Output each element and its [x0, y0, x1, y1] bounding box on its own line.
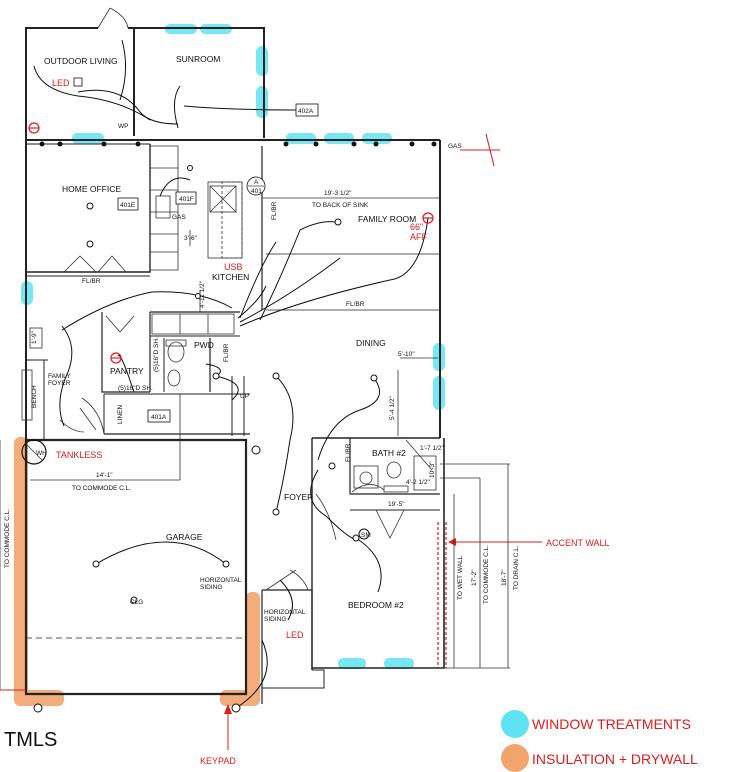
- tag-boxes: [73, 77, 319, 423]
- tag-gas: GAS: [448, 143, 462, 150]
- dim-to-drain: TO DRAIN C.L.: [513, 545, 520, 590]
- red-devices: [0, 122, 542, 750]
- tag-fl-br-1: FL/BR: [82, 278, 101, 285]
- tag-401a: 401A: [151, 414, 167, 421]
- dim-to-commode-2: TO COMMODE C.L.: [4, 509, 11, 568]
- tag-401f: 401F: [179, 196, 194, 203]
- insulation-highlights: [14, 437, 260, 706]
- room-family-room: FAMILY ROOM: [358, 214, 416, 224]
- tag-wh: WH: [36, 450, 47, 457]
- dim-1-7: 1'-7 1/2": [420, 445, 444, 452]
- room-sunroom: SUNROOM: [176, 54, 220, 64]
- annotation-usb: USB: [224, 262, 243, 272]
- tag-ceil: CLG: [130, 599, 143, 606]
- tag-a: A: [254, 179, 259, 186]
- room-bath2: BATH #2: [372, 448, 406, 458]
- legend: WINDOW TREATMENTS INSULATION + DRYWALL: [501, 710, 698, 772]
- tag-wp: WP: [118, 123, 128, 130]
- dim-5-10: 5'-10": [398, 351, 415, 358]
- keypad-arrow: [224, 704, 232, 714]
- room-pwd: PWD: [194, 340, 214, 350]
- doors: [59, 7, 433, 591]
- annotation-led-1: LED: [52, 78, 70, 88]
- dimension-labels: 19'-3 1/2" TO BACK OF SINK 4'-11 1/2" 3'…: [4, 190, 520, 604]
- legend-window-swatch: [501, 710, 529, 738]
- tag-linen: LINEN: [117, 405, 124, 424]
- dim-14-1: 14'-1": [96, 472, 113, 479]
- room-outdoor-living: OUTDOOR LIVING: [44, 56, 118, 66]
- tag-sm: SM: [361, 532, 371, 539]
- walls: [24, 27, 445, 704]
- room-labels: OUTDOOR LIVING SUNROOM HOME OFFICE FAMIL…: [44, 54, 416, 610]
- room-kitchen: KITCHEN: [212, 272, 249, 282]
- dim-1-9: 1'-9": [31, 330, 38, 344]
- fixtures: [21, 185, 437, 493]
- tag-gas2: GAS: [172, 214, 186, 221]
- dim-to-wet-wall: TO WET WALL: [457, 555, 464, 600]
- room-bedroom2: BEDROOM #2: [348, 600, 404, 610]
- cabinets: [149, 145, 243, 335]
- room-pantry: PANTRY: [110, 366, 144, 376]
- tag-up: UP: [240, 393, 249, 400]
- dim-5-4: 5'-4 1/2": [389, 396, 396, 420]
- annotation-tankless: TANKLESS: [56, 450, 102, 460]
- room-home-office: HOME OFFICE: [62, 184, 121, 194]
- dim-4-11: 4'-11 1/2": [199, 280, 206, 308]
- dim-18-7: 18'-7": [501, 569, 508, 586]
- room-garage: GARAGE: [166, 532, 203, 542]
- dim-3-6: 3'-6": [184, 235, 198, 242]
- dimension-lines: [0, 197, 510, 690]
- dim-to-commode-3: TO COMMODE C.L.: [483, 545, 490, 604]
- brand-mark: TMLS: [4, 729, 57, 751]
- tag-401: 401: [251, 188, 262, 195]
- tag-fl-br-2: FL/BR: [346, 301, 365, 308]
- legend-insulation-label: INSULATION + DRYWALL: [532, 751, 698, 767]
- legend-insulation-swatch: [501, 744, 529, 772]
- accent-arrow: [448, 538, 456, 546]
- tag-fl-br-4: FL/BR: [223, 343, 230, 362]
- tag-401e: 401E: [120, 202, 136, 209]
- red-annotations: LED LED USB 66"AFF TANKLESS ACCENT WALL …: [52, 78, 610, 766]
- dim-17-2: 17'-2": [471, 569, 478, 586]
- tag-shelf-2: (5)16"D SH.: [153, 337, 160, 372]
- dim-19-3: 19'-3 1/2": [324, 190, 352, 197]
- tag-labels: 402A 401E 401F 401A 401 A GAS WP GAS UP …: [31, 108, 462, 606]
- tag-bench: BENCH: [31, 385, 38, 408]
- legend-window-label: WINDOW TREATMENTS: [532, 716, 691, 732]
- dim-4-2: 4'-2 1/2": [406, 479, 430, 486]
- dim-10-3: 10'-3": [429, 461, 436, 478]
- dim-to-commode-1: TO COMMODE C.L.: [72, 485, 131, 492]
- tag-shelf-1: (5)16"D SH.: [118, 385, 153, 392]
- tag-fl-br-3: FL/BR: [271, 201, 278, 220]
- room-dining: DINING: [356, 338, 386, 348]
- dim-19-5: 19'-5": [388, 501, 405, 508]
- dim-back-of-sink: TO BACK OF SINK: [312, 202, 369, 209]
- wiring: [33, 39, 429, 709]
- room-foyer: FOYER: [284, 492, 313, 502]
- tag-402a: 402A: [298, 108, 314, 115]
- light-fixtures: [33, 141, 437, 713]
- annotation-aff: 66"AFF: [410, 222, 428, 242]
- annotation-accent-wall: ACCENT WALL: [546, 538, 610, 548]
- annotation-led-2: LED: [286, 630, 304, 640]
- annotation-keypad: KEYPAD: [200, 756, 236, 766]
- tag-fl-br-5: FL/BR: [345, 443, 352, 462]
